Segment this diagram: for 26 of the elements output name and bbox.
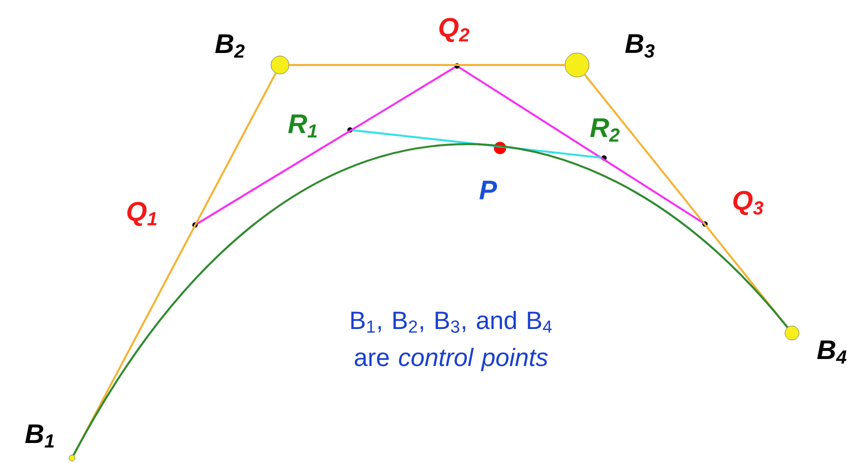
point-label: R$_{2}$ [590,118,620,142]
point-label: P [479,180,498,200]
point-label: B$_{3}$ [625,34,655,58]
point-label: B$_{2}$ [215,34,245,58]
point [494,142,506,154]
point-label: R$_{1}$ [288,114,317,138]
line-segment [289,64,565,66]
point-label: Q$_{1}$ [127,202,156,226]
control-point [784,326,800,340]
control-point [270,56,290,74]
point-label: B$_{4}$ [817,340,846,364]
point-label: B$_{1}$ [25,424,54,448]
point [601,155,607,161]
point-label: Q$_{2}$ [439,18,470,42]
point [347,127,353,133]
line-segment [196,66,456,224]
caption-text: B$_{1}$, B$_{2}$, B$_{3}$, and B$_{4}$ are control points [351,310,552,372]
line-segment [352,129,602,159]
point [702,221,708,227]
control-point [564,52,590,78]
point [454,63,460,69]
point-label: Q$_{3}$ [733,190,764,216]
curve [72,144,788,456]
line-segment [458,66,704,224]
control-point [68,454,76,462]
point [192,222,198,228]
